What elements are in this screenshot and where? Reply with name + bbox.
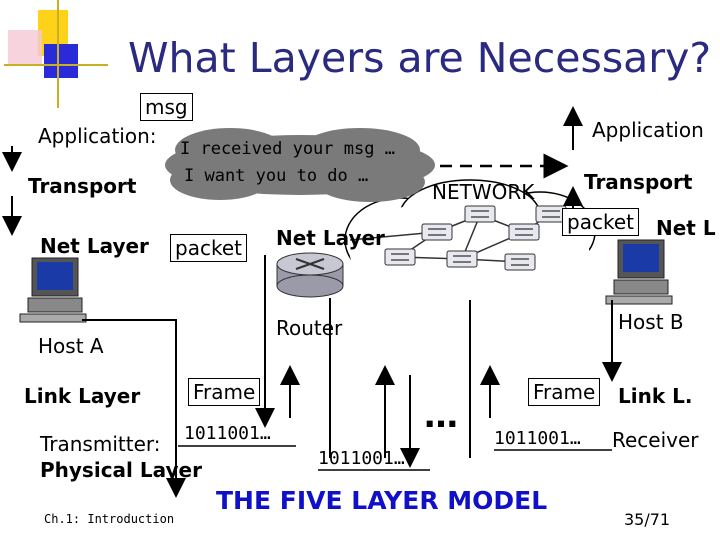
decor-vertical-line	[57, 0, 59, 108]
frame-right-box: Frame	[528, 378, 601, 406]
host-b-packet-box: packet	[562, 208, 639, 236]
bits-middle: 1011001…	[318, 448, 405, 469]
msg-label: msg	[140, 93, 193, 121]
physical-layer-label: Physical Layer	[40, 458, 202, 482]
router-label: Router	[276, 316, 343, 340]
message-cloud	[165, 128, 435, 202]
router-icon	[276, 252, 344, 298]
host-b-link-layer-label: Link L.	[618, 384, 693, 408]
receiver-label: Receiver	[612, 428, 699, 452]
five-layer-model-caption: THE FIVE LAYER MODEL	[216, 486, 548, 515]
footer-chapter: Ch.1: Introduction	[44, 512, 175, 526]
host-a-label: Host A	[38, 334, 104, 358]
slide-title: What Layers are Necessary?	[128, 34, 712, 82]
host-b-transport-label: Transport	[584, 170, 693, 194]
host-a-link-layer-label: Link Layer	[24, 384, 141, 408]
host-a-application-label: Application:	[38, 124, 157, 148]
bits-right: 1011001…	[494, 428, 581, 449]
host-b-label: Host B	[618, 310, 684, 334]
message-cloud-line1: I received your msg …	[180, 139, 395, 159]
host-a-packet-box: packet	[170, 234, 247, 262]
transmitter-label: Transmitter:	[40, 432, 161, 456]
host-a-net-layer-label: Net Layer	[40, 234, 149, 258]
host-a-transport-label: Transport	[28, 174, 137, 198]
ellipsis-label: …	[424, 396, 458, 436]
decor-pink-square	[8, 30, 42, 64]
bits-left: 1011001…	[184, 423, 271, 444]
host-a-to-physical-line	[82, 319, 186, 498]
decor-horizontal-line	[4, 64, 108, 66]
network-switch-icon	[384, 205, 567, 271]
frame-left-box: Frame	[188, 378, 261, 406]
router-net-layer-label: Net Layer	[276, 226, 385, 250]
network-label: NETWORK	[432, 180, 535, 204]
host-a-computer-icon	[19, 257, 87, 323]
host-b-net-layer-label: Net L	[656, 216, 716, 240]
decor-blue-square	[44, 44, 78, 78]
message-cloud-line2: I want you to do …	[184, 166, 369, 186]
host-b-application-label: Application	[592, 118, 704, 142]
page-number: 35/71	[624, 510, 671, 529]
host-b-computer-icon	[605, 239, 673, 305]
